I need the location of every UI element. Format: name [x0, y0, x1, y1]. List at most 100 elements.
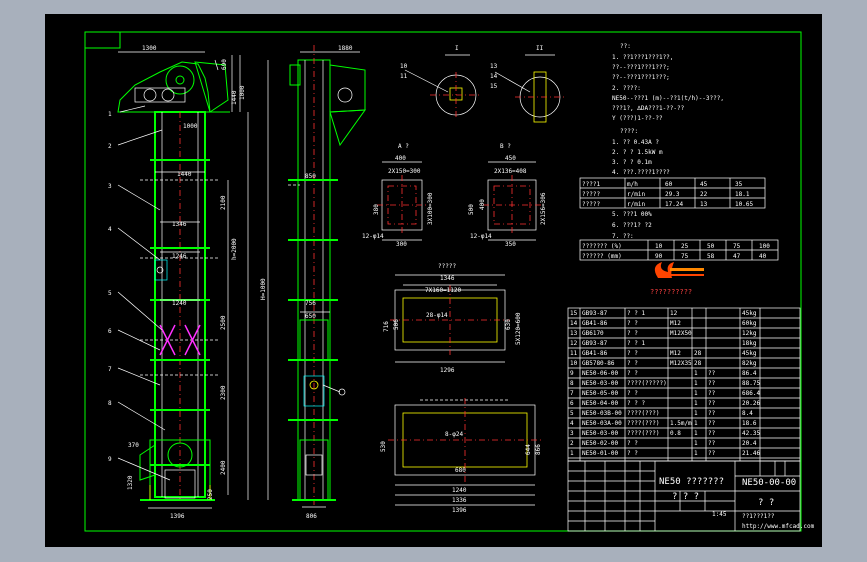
parts-list-cell: 1 [694, 400, 698, 407]
parts-list-cell: 3 [570, 430, 574, 437]
leader-label: 5 [108, 290, 112, 297]
svg-text:???1?, ∆DA???1-??-??: ???1?, ∆DA???1-??-?? [612, 105, 685, 112]
side-elevation-view [288, 45, 367, 508]
parts-list-cell: 88.75 [742, 380, 760, 387]
parts-list-cell: 686.4 [742, 390, 760, 397]
parts-list-cell: GB93-87 [582, 340, 608, 347]
svg-text:13: 13 [490, 63, 498, 70]
title-sub: ? ? ? [672, 492, 699, 502]
parts-list-cell: 12 [570, 340, 578, 347]
fill-table-cell: 50 [707, 243, 715, 250]
base-plan-view: 8-φ24 680 1240 1336 1396 530 644 866 [380, 398, 542, 514]
svg-text:6. ???1? ?2: 6. ???1? ?2 [612, 222, 652, 229]
speed-table-cell: 13 [700, 201, 708, 208]
fill-table-cell: 100 [759, 243, 770, 250]
speed-table-cell: ????? [582, 201, 600, 208]
leader-label: 6 [108, 328, 112, 335]
parts-list [567, 307, 801, 462]
dim-text: 1240 [172, 300, 187, 307]
parts-list-cell: 9 [570, 370, 574, 377]
parts-list-cell: 45kg [742, 350, 757, 357]
parts-list-cell: ? ? [627, 440, 638, 447]
leader-label: 4 [108, 226, 112, 233]
svg-text:??--???1???1???;: ??--???1???1???; [612, 74, 670, 81]
speed-table-cell: ????1 [582, 181, 600, 188]
svg-text:2X156=306: 2X156=306 [540, 192, 547, 225]
dim-text: 2100 [220, 195, 227, 210]
dim-text: 650 [305, 313, 316, 320]
section-label: A ? [398, 143, 409, 150]
title-label: ? ? [758, 498, 774, 508]
speed-table-cell: m/h [627, 181, 638, 188]
svg-text:?????: ????? [438, 263, 456, 270]
parts-list-cell: GB5780-86 [582, 360, 615, 367]
svg-text:630: 630 [505, 319, 512, 330]
dim-text: h=2000 [231, 238, 238, 260]
svg-text:400: 400 [395, 155, 406, 162]
svg-text:5. ???1 00%: 5. ???1 00% [612, 211, 652, 218]
svg-text:866: 866 [535, 444, 542, 455]
dim-text: 250 [207, 489, 214, 500]
svg-text:3X100=300: 3X100=300 [427, 192, 434, 225]
top-flange-plan-view: ????? 1346 7X160=1120 28-φ14 716 506 630… [383, 263, 522, 374]
parts-list-cell: 14 [570, 320, 578, 327]
svg-text:530: 530 [380, 441, 387, 452]
logo-caption: ?????????? [650, 288, 692, 296]
parts-list-cell: ?? [708, 380, 716, 387]
parts-list-cell: GB41-86 [582, 320, 608, 327]
parts-list-cell: 18kg [742, 340, 757, 347]
parts-list-cell: NE50-06-00 [582, 370, 619, 377]
section-I-view: I 10 11 [400, 45, 482, 118]
parts-list-cell: 1 [694, 430, 698, 437]
svg-text:15: 15 [490, 83, 498, 90]
parts-list-cell: 2 [570, 440, 574, 447]
svg-text:??--???1???1???;: ??--???1???1???; [612, 64, 670, 71]
svg-text:1346: 1346 [440, 275, 455, 282]
parts-list-cell: 45kg [742, 310, 757, 317]
parts-list-cell: 12 [670, 310, 678, 317]
section-label: B ? [500, 143, 511, 150]
parts-list-cell: ? ? [627, 390, 638, 397]
parts-list-cell: ?? [708, 400, 716, 407]
dim-text: 1320 [127, 475, 134, 490]
parts-list-cell: NE50-04-00 [582, 400, 619, 407]
speed-table-cell: 29.3 [665, 191, 680, 198]
parts-list-cell: 1.5m/m [670, 420, 692, 427]
parts-list-cell: 1 [694, 390, 698, 397]
dim-text: H=1000 [260, 278, 267, 300]
parts-list-cell: 6 [570, 400, 574, 407]
dim-text: 1440 [231, 90, 238, 105]
parts-list-cell: ????(???) [627, 420, 660, 427]
parts-list-cell: 28 [694, 360, 702, 367]
speed-table-cell: ????? [582, 191, 600, 198]
parts-list-cell: 13 [570, 330, 578, 337]
fill-table-cell: 40 [759, 253, 767, 260]
leader-label: 8 [108, 400, 112, 407]
dim-text: 1000 [183, 123, 198, 130]
speed-table [579, 177, 766, 209]
fill-table-cell: 75 [733, 243, 741, 250]
parts-list-cell: 42.35 [742, 430, 760, 437]
svg-text:3. ? ? 0.1m: 3. ? ? 0.1m [612, 159, 652, 166]
logo-mark [654, 262, 704, 278]
svg-text:1396: 1396 [452, 507, 467, 514]
parts-list-cell: 21.46 [742, 450, 760, 457]
speed-table-cell: 45 [700, 181, 708, 188]
svg-text:7X160=1120: 7X160=1120 [425, 287, 462, 294]
leader-label: 2 [108, 143, 112, 150]
parts-list-cell: ?? [708, 370, 716, 377]
svg-text:8-φ24: 8-φ24 [445, 431, 463, 438]
parts-list-cell: 1 [694, 450, 698, 457]
title-scale: 1:45 [712, 511, 727, 518]
svg-text:Y (???)1-??-??: Y (???)1-??-?? [612, 115, 663, 122]
speed-table-cell: 22 [700, 191, 708, 198]
parts-list-cell: ????(?????) [627, 380, 667, 387]
parts-list-cell: 15 [570, 310, 578, 317]
front-elevation-view [117, 51, 269, 509]
parts-list-cell: 20.26 [742, 400, 760, 407]
svg-text:2. ????:: 2. ????: [612, 85, 641, 92]
svg-text:644: 644 [525, 444, 532, 455]
parts-list-cell: NE50-03-00 [582, 380, 619, 387]
